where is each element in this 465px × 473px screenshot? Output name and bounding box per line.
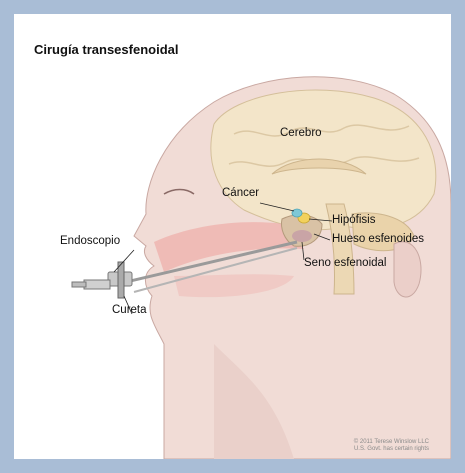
endoscope-handle xyxy=(72,262,132,298)
copyright-credit: © 2011 Terese Winslow LLC U.S. Govt. has… xyxy=(354,439,429,453)
label-cureta: Cureta xyxy=(112,304,147,316)
label-seno-esfenoidal: Seno esfenoidal xyxy=(304,257,386,269)
credit-line-1: © 2011 Terese Winslow LLC xyxy=(354,439,429,446)
sphenoid-sinus xyxy=(292,230,312,242)
cancer-tumor xyxy=(292,209,302,217)
label-hueso-esfenoides: Hueso esfenoides xyxy=(332,233,424,245)
diagram-title: Cirugía transesfenoidal xyxy=(34,42,178,57)
label-hipofisis: Hipófisis xyxy=(332,214,375,226)
label-cerebro: Cerebro xyxy=(280,127,322,139)
credit-line-2: U.S. Govt. has certain rights xyxy=(354,446,429,453)
label-endoscopio: Endoscopio xyxy=(60,235,120,247)
illustration-panel: Cirugía transesfenoidal Cerebro Cáncer H… xyxy=(14,14,451,459)
label-cancer: Cáncer xyxy=(222,187,259,199)
